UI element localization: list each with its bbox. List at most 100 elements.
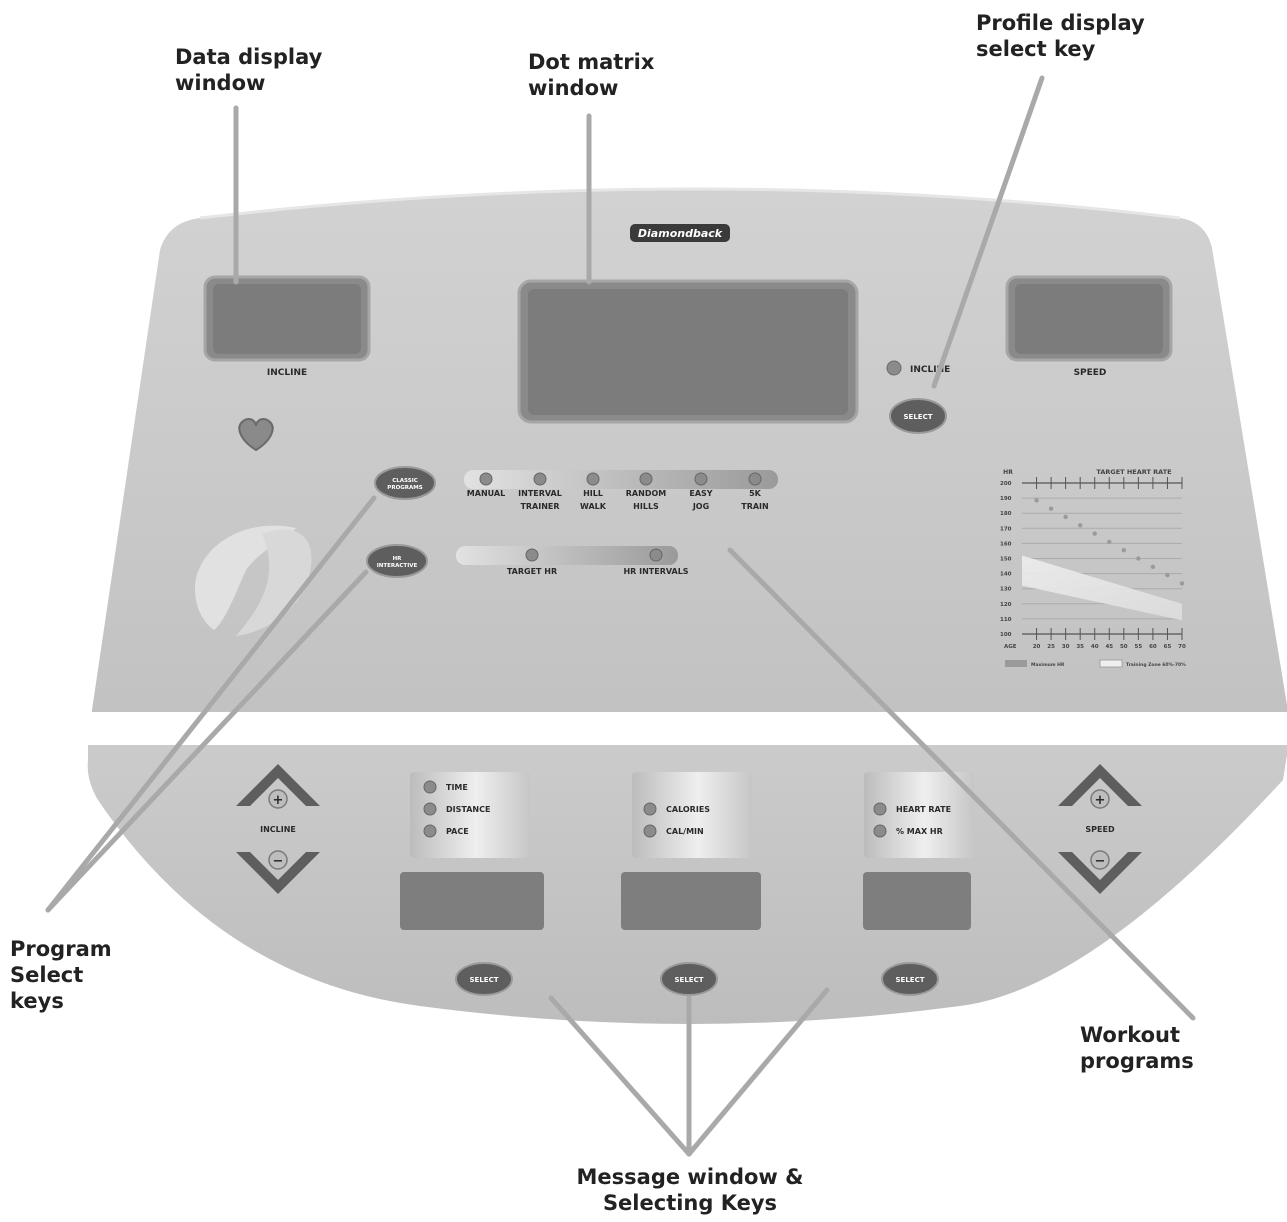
chart-y-label: HR [1003,469,1013,476]
program-led-easy [694,472,708,486]
chart-max-hr-marker [1034,498,1039,503]
chart-max-hr-marker [1165,572,1170,578]
indicator-label: HEART RATE [896,805,951,814]
program-label-line1: MANUAL [467,489,505,498]
brand-badge [630,224,730,242]
incline-minus-icon: − [273,854,284,869]
program-led-random [639,472,653,486]
callout-dot-matrix-window: Dot matrix window [528,50,655,100]
incline-display-screen [213,284,361,354]
brand-name: Diamondback [638,227,723,240]
incline-down-key[interactable] [236,850,320,894]
heart-sensor-icon [238,418,274,452]
chart-max-hr-marker [1150,564,1156,570]
chart-x-tick: 35 [1076,644,1084,650]
target-heart-rate-chart: TARGET HEART RATEHR200190180170160150140… [1000,468,1186,668]
program-label-line2: TRAIN [741,502,768,511]
program-led-hill [586,472,600,486]
leader-program-select-hr [45,569,369,913]
chart-y-tick: 190 [1000,496,1012,502]
chart-max-hr-marker [1077,523,1083,528]
chart-y-tick: 100 [1000,632,1012,638]
incline-display-label: INCLINE [267,368,307,378]
indicator-led [643,802,657,816]
hr-interactive-label-2: INTERACTIVE [377,563,418,569]
hr-program-led [525,548,539,562]
chart-y-tick: 120 [1000,602,1012,608]
program-label-line2: HILLS [633,502,659,511]
speed-down-key[interactable] [1058,850,1142,894]
led-box-time [410,772,530,858]
indicator-led [643,824,657,838]
program-led-manual [479,472,493,486]
indicator-led [423,780,437,794]
chart-x-tick: AGE [1004,644,1017,650]
chart-training-zone [1022,555,1182,621]
program-label-line1: EASY [689,489,712,498]
speed-up-key[interactable] [1058,764,1142,809]
chart-x-tick: 45 [1105,644,1113,650]
chart-max-hr-marker [1048,506,1054,511]
speed-minus-icon: − [1095,854,1106,869]
chart-x-tick: 65 [1164,644,1172,650]
select-button-1-label: SELECT [470,976,499,984]
chart-x-tick: 40 [1091,644,1099,650]
select-button-3-label: SELECT [896,976,925,984]
chart-max-hr-marker [1107,539,1112,545]
leader-workout-programs [727,547,1196,1021]
leader-message-3 [686,987,830,1157]
indicator-label: CAL/MIN [666,827,704,836]
led-box-heart-rate [864,772,974,858]
classic-programs-button[interactable] [374,466,436,500]
chart-y-tick: 110 [1000,617,1012,623]
chart-x-tick: 70 [1178,644,1186,650]
callout-program-select-keys: Program Select keys [10,937,112,1013]
indicator-led [873,824,887,838]
chart-max-hr-marker [1136,556,1141,561]
leader-profile-select [931,75,1045,389]
indicator-label: PACE [446,827,469,836]
indicator-label: DISTANCE [446,805,490,814]
program-label-line2: JOG [692,502,709,511]
chart-y-tick: 170 [1000,526,1012,532]
callout-message-window-and-selecting-keys: Message window & Selecting Keys [576,1165,804,1215]
dot-matrix-screen [528,289,848,415]
message-window-3 [863,872,971,930]
profile-select-label: SELECT [904,413,933,421]
indicator-led [873,802,887,816]
chart-y-tick: 140 [1000,572,1012,578]
callout-data-display-window: Data display window [175,45,323,95]
select-button-1[interactable] [455,962,513,996]
led-box-calories [632,772,752,858]
incline-up-key[interactable] [236,764,320,809]
select-button-3[interactable] [881,962,939,996]
chart-max-hr-marker [1179,581,1185,586]
legend-swatch-training-zone [1099,659,1123,668]
legend-swatch-max-hr [1005,660,1027,667]
indicator-led [423,824,437,838]
classic-program-strip [464,470,778,489]
speed-display-screen [1015,284,1163,354]
speed-display-label: SPEED [1074,368,1107,378]
leader-program-select-classic [45,495,377,913]
indicator-label: TIME [446,783,468,792]
message-window-1 [400,872,544,930]
chart-x-tick: 55 [1135,644,1143,650]
chart-x-tick: 20 [1033,644,1041,650]
message-window-2 [621,872,761,930]
hr-interactive-button[interactable] [366,544,428,578]
classic-programs-label-2: PROGRAMS [387,485,422,491]
indicator-label: % MAX HR [896,827,943,836]
program-led-interval [533,472,547,486]
profile-display-select-button[interactable] [889,398,947,434]
chart-y-tick: 180 [1000,511,1012,517]
upper-console-panel [92,189,1287,712]
chart-y-tick: 160 [1000,541,1012,547]
select-button-2[interactable] [660,962,718,996]
incline-key-label: INCLINE [260,825,296,834]
program-led-5k [748,472,762,486]
chart-max-hr-marker [1092,531,1097,536]
program-label-line1: INTERVAL [518,489,562,498]
